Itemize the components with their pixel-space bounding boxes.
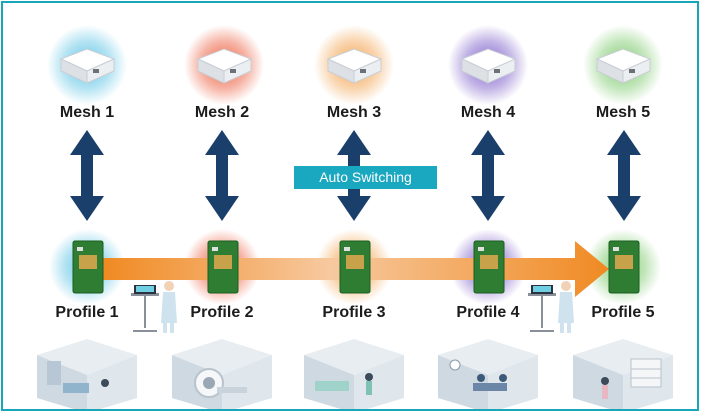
mesh-node-4 xyxy=(448,25,528,105)
access-point-icon xyxy=(326,48,383,84)
double-arrow-5 xyxy=(607,130,641,221)
profile-label-4: Profile 4 xyxy=(456,304,520,321)
profile-label-1: Profile 1 xyxy=(55,304,119,321)
operating-room-icon xyxy=(438,339,538,409)
mesh-node-1 xyxy=(47,25,127,105)
mesh-label-2: Mesh 2 xyxy=(194,104,250,121)
pharmacy-room-icon xyxy=(573,339,673,409)
mesh-label-5: Mesh 5 xyxy=(595,104,651,121)
auto-switching-badge: Auto Switching xyxy=(294,166,437,189)
access-point-icon xyxy=(595,48,652,84)
mesh-label-4: Mesh 4 xyxy=(460,104,516,121)
access-point-icon xyxy=(460,48,517,84)
mri-room-icon xyxy=(172,339,272,409)
module-board-icon xyxy=(608,240,640,294)
module-board-icon xyxy=(473,240,505,294)
mesh-label-3: Mesh 3 xyxy=(326,104,382,121)
patient-room-icon xyxy=(304,339,404,409)
diagram-canvas xyxy=(37,25,673,409)
profile-label-3: Profile 3 xyxy=(322,304,386,321)
access-point-icon xyxy=(196,48,253,84)
nurse-cart-icon xyxy=(528,281,574,333)
office-room-icon xyxy=(37,339,137,409)
mesh-node-3 xyxy=(314,25,394,105)
profile-label-2: Profile 2 xyxy=(190,304,254,321)
double-arrow-4 xyxy=(471,130,505,221)
double-arrow-1 xyxy=(70,130,104,221)
module-board-icon xyxy=(339,240,371,294)
access-point-icon xyxy=(59,48,116,84)
nurse-cart-icon xyxy=(131,281,177,333)
double-arrow-2 xyxy=(205,130,239,221)
profile-label-5: Profile 5 xyxy=(591,304,655,321)
mesh-node-2 xyxy=(184,25,264,105)
module-board-icon xyxy=(207,240,239,294)
module-board-icon xyxy=(72,240,104,294)
mesh-label-1: Mesh 1 xyxy=(59,104,115,121)
mesh-node-5 xyxy=(583,25,663,105)
